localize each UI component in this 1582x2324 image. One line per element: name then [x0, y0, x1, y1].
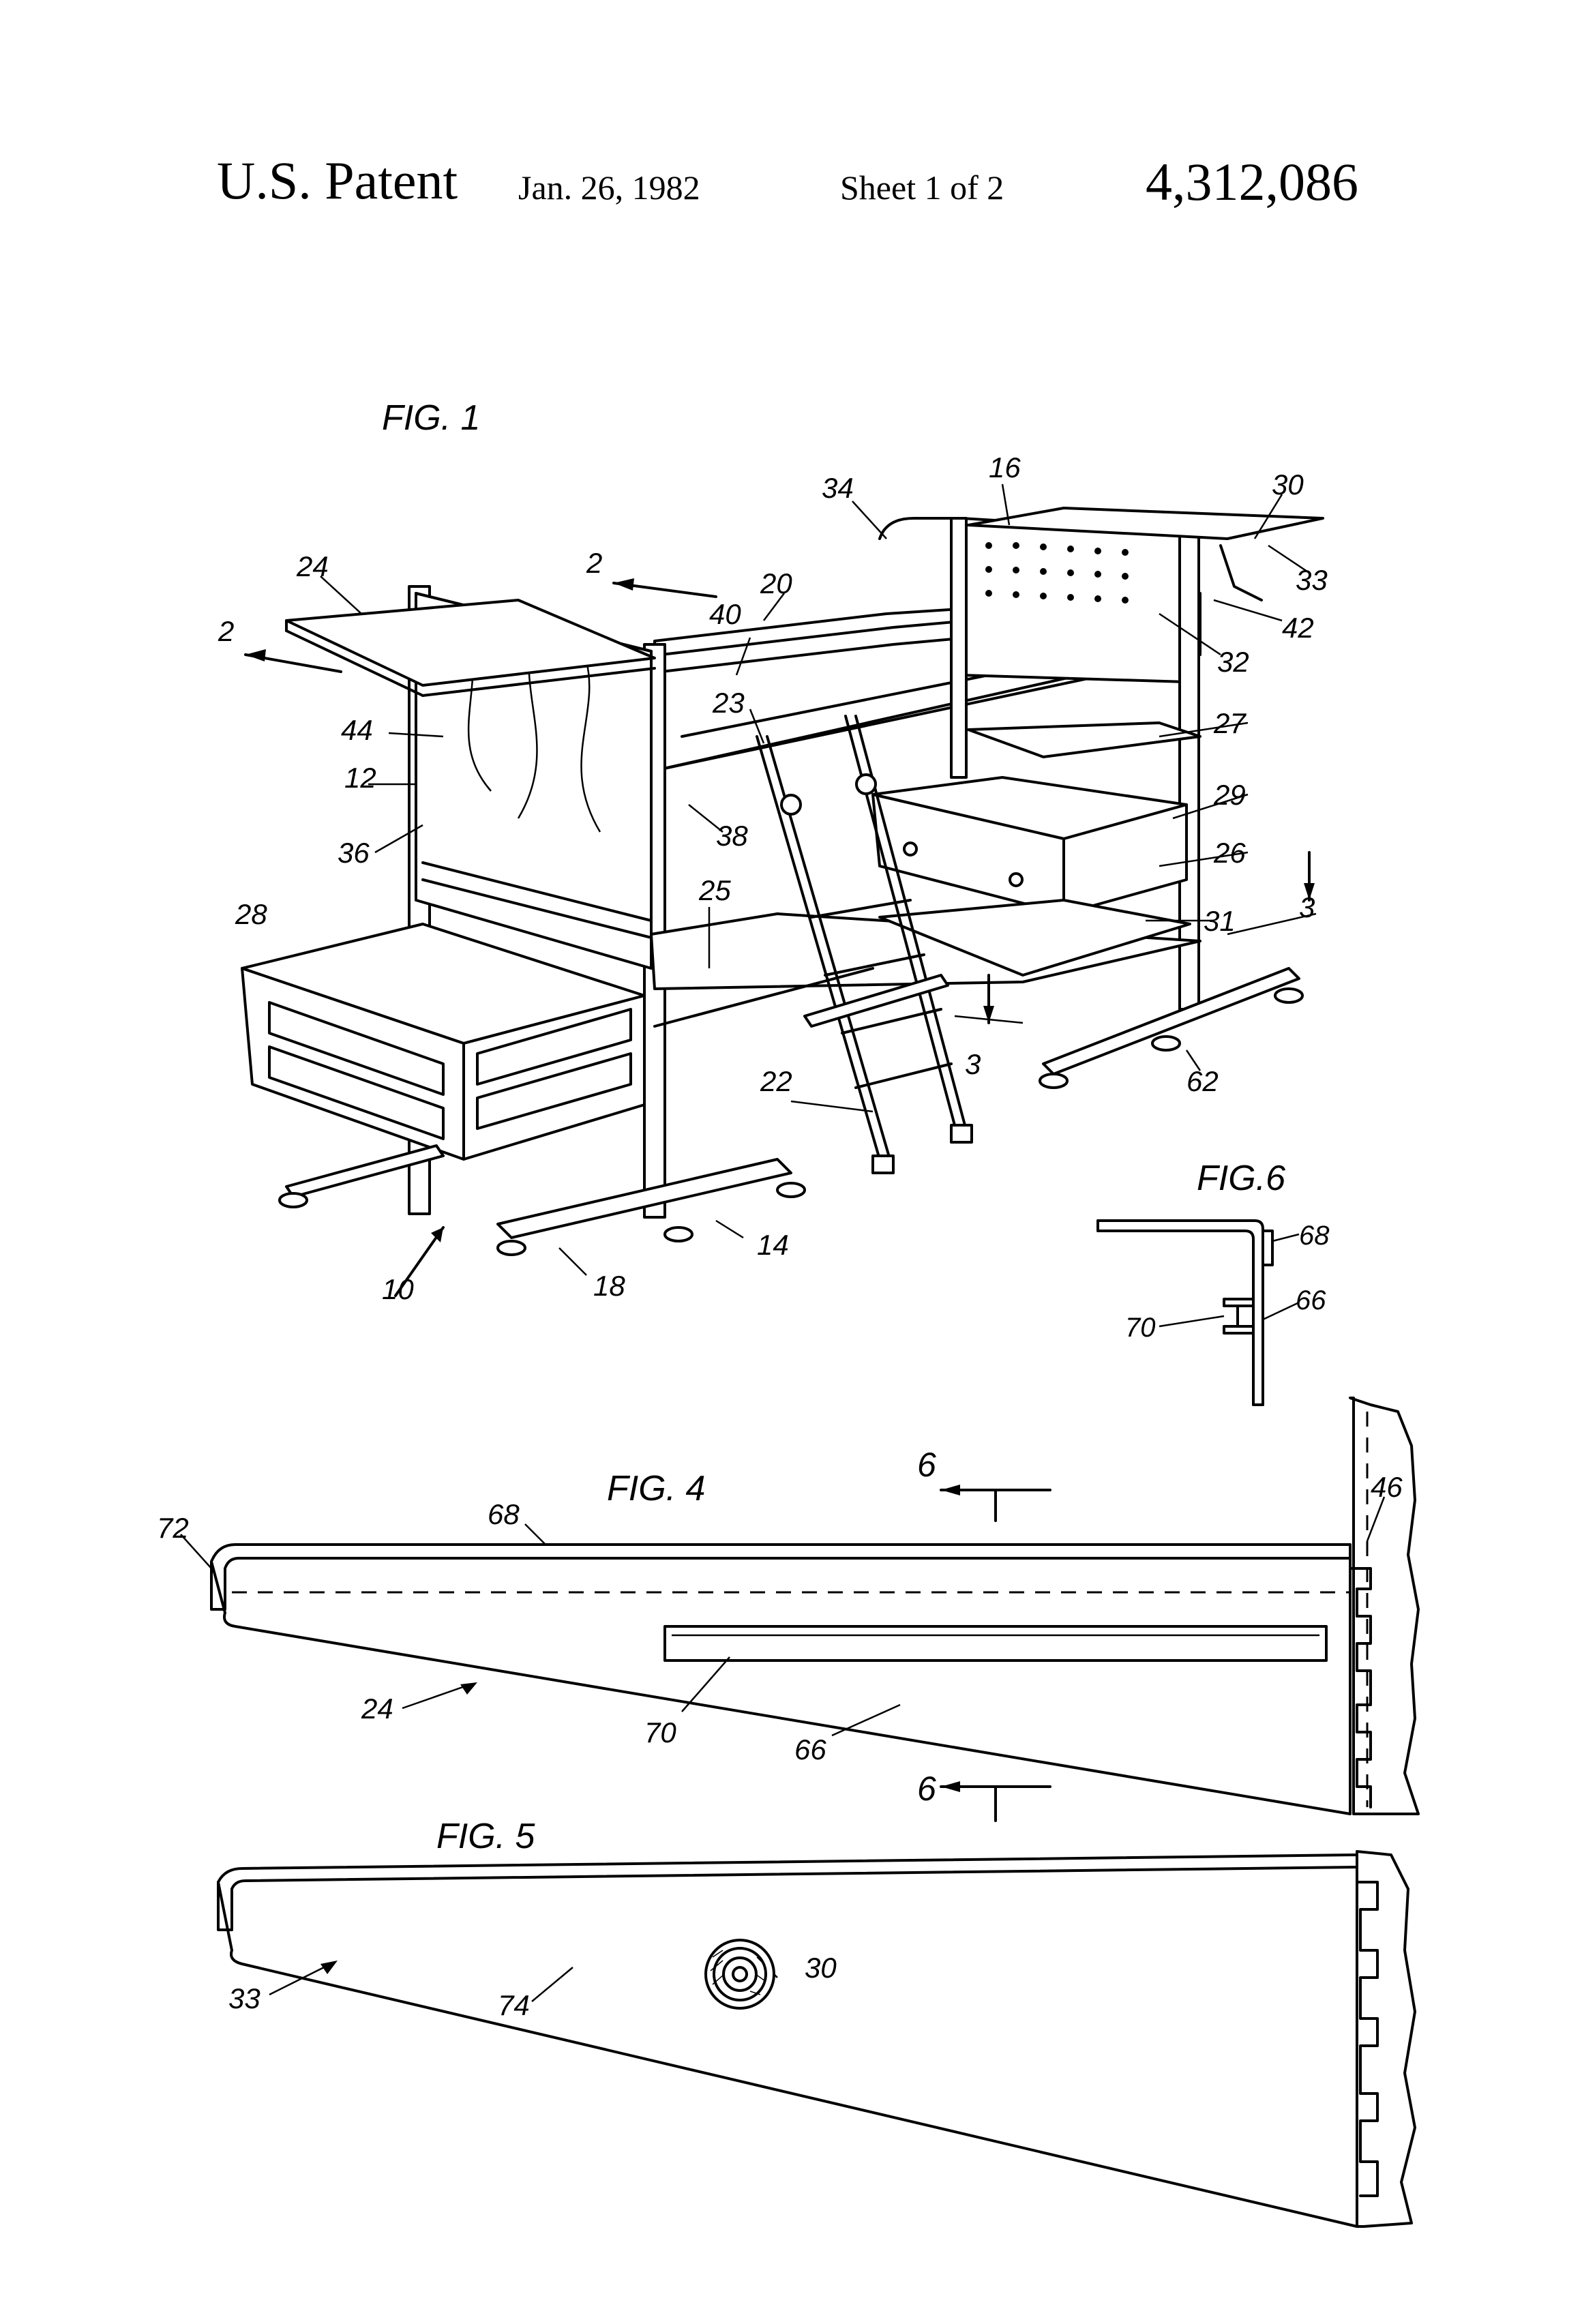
callout-24: 24 — [296, 550, 329, 582]
callout-3: 3 — [965, 1048, 981, 1080]
callout-2: 2 — [586, 547, 602, 579]
callout-14: 14 — [757, 1229, 789, 1261]
rail-right — [1042, 967, 1300, 1075]
callout-36: 36 — [338, 837, 370, 869]
callout-18: 18 — [593, 1270, 625, 1302]
callout-38: 38 — [716, 820, 748, 852]
callout-32: 32 — [1217, 646, 1249, 678]
callout-10: 10 — [382, 1273, 414, 1305]
base-rails — [278, 967, 1304, 1256]
fig4-callout-68: 68 — [488, 1498, 520, 1530]
left-drawer-3 — [476, 1008, 632, 1086]
left-drawer-4 — [476, 1052, 632, 1130]
headboard-curve — [878, 517, 963, 540]
callout-28: 28 — [235, 898, 267, 930]
roller-30 — [704, 1939, 775, 2010]
shelf-31 — [878, 899, 1191, 977]
left-drawer-2 — [268, 1045, 445, 1140]
callout-30: 30 — [1272, 468, 1304, 501]
fig6-callout-70: 70 — [1125, 1313, 1156, 1343]
callout-16: 16 — [989, 451, 1021, 483]
callout-33: 33 — [1296, 564, 1328, 596]
bracket-33 — [217, 1853, 1358, 2228]
wall-standard — [1356, 1850, 1416, 2228]
fig6-title: FIG.6 — [1197, 1159, 1285, 1198]
fig4-callout-24: 24 — [361, 1693, 393, 1725]
callout-23: 23 — [712, 687, 745, 719]
fig4-callout-70: 70 — [644, 1716, 676, 1748]
header-sheet: Sheet 1 of 2 — [840, 168, 1004, 207]
fig4-section-6: 6 — [917, 1446, 936, 1484]
figure-4-shelf-bracket: FIG. 4 — [157, 1397, 1420, 1822]
callout-20: 20 — [760, 567, 792, 599]
fig4-callout-66: 66 — [794, 1733, 826, 1766]
shelf-27 — [967, 721, 1202, 758]
fig6-callout-68: 68 — [1299, 1221, 1330, 1251]
left-drawer-1 — [268, 1001, 445, 1096]
callout-3: 3 — [1299, 891, 1315, 923]
callout-25: 25 — [698, 874, 731, 906]
wall-standard — [1349, 1397, 1420, 1815]
callout-12: 12 — [344, 762, 376, 794]
figure-6-section: FIG.6 68 66 70 — [1096, 1159, 1330, 1406]
rail-14 — [496, 1158, 792, 1239]
pegboard-holes — [985, 542, 1129, 604]
right-rear-post — [950, 517, 968, 779]
callout-29: 29 — [1213, 779, 1246, 811]
fig6-callout-66: 66 — [1296, 1285, 1326, 1315]
fig4-callout-72: 72 — [157, 1512, 189, 1544]
drawer-26-side — [1062, 803, 1188, 915]
figure-1-desk-bed: FIG. 1 — [218, 398, 1328, 1305]
callout-40: 40 — [709, 598, 741, 630]
callout-34: 34 — [822, 472, 854, 504]
slot-70 — [663, 1625, 1328, 1662]
callout-44: 44 — [341, 714, 373, 746]
fig5-callout-33: 33 — [228, 1982, 260, 2014]
section-arrows — [244, 578, 1315, 1297]
fig5-callout-30: 30 — [805, 1952, 837, 1984]
callout-27: 27 — [1213, 707, 1247, 739]
callout-62: 62 — [1186, 1065, 1219, 1097]
fig1-leaders — [320, 483, 1317, 1276]
header-patent-number: 4,312,086 — [1146, 152, 1358, 211]
right-end-panel — [960, 517, 1188, 683]
right-post — [1178, 531, 1200, 1011]
callout-42: 42 — [1282, 612, 1314, 644]
fig5-callout-74: 74 — [498, 1989, 530, 2021]
fig5-title: FIG. 5 — [436, 1817, 536, 1856]
header-title: U.S. Patent — [217, 151, 458, 210]
callout-2: 2 — [218, 615, 234, 647]
fig1-title: FIG. 1 — [382, 398, 480, 438]
header-date: Jan. 26, 1982 — [518, 168, 700, 207]
callout-22: 22 — [760, 1065, 792, 1097]
left-top-shelf — [285, 599, 656, 687]
fig1-callouts: 2 2 3 3 10 12 14 16 18 20 22 23 24 25 26… — [218, 451, 1328, 1305]
bracket-24 — [210, 1543, 1352, 1815]
callout-31: 31 — [1204, 905, 1236, 937]
figure-5-shelf-bracket: FIG. 5 30 33 74 — [217, 1817, 1416, 2228]
right-top-shelf — [967, 507, 1324, 540]
fig4-title: FIG. 4 — [607, 1469, 705, 1508]
callout-26: 26 — [1213, 837, 1246, 869]
fig4-callout-46: 46 — [1371, 1471, 1403, 1503]
fig4-section-6: 6 — [917, 1770, 936, 1808]
ladder — [756, 715, 973, 1174]
